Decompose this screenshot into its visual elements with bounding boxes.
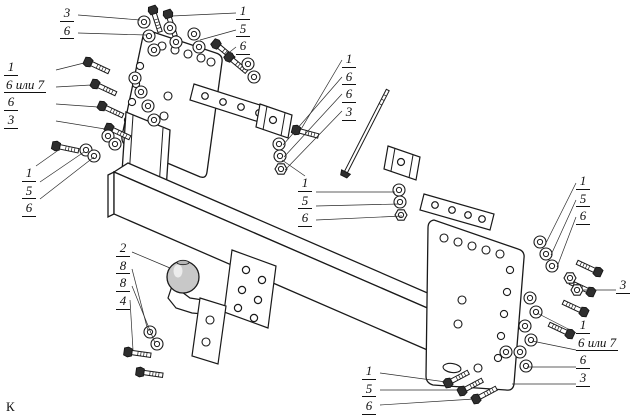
right-mounting-plate <box>425 219 525 391</box>
right-hole-strip <box>419 193 495 231</box>
callout-number: 3 <box>4 113 18 129</box>
callout-number: 5 <box>298 193 312 210</box>
callout-number: 1 <box>576 174 590 190</box>
callout-number: 6 <box>576 209 590 225</box>
crossbar-beam <box>107 162 448 354</box>
callout-number: 6 <box>4 95 18 111</box>
callout-number: 1 <box>22 166 36 182</box>
callout-number: 4 <box>116 294 130 310</box>
center-bracket-left <box>255 103 293 139</box>
callout-number: 1 <box>342 52 356 68</box>
callout-number: 6 или 7 <box>576 334 619 352</box>
callout-number: 6 или 7 <box>4 76 47 94</box>
callout-number: 8 <box>116 258 130 275</box>
callout-number: 1 <box>362 364 376 380</box>
center-bracket-right <box>383 145 421 181</box>
long-bolt <box>340 88 390 179</box>
leader-lines <box>35 12 616 406</box>
callout-number: 2 <box>116 241 130 257</box>
callout-right-three: 3 <box>616 278 630 294</box>
callout-number: 6 <box>362 399 376 415</box>
callout-number: 6 <box>342 69 356 86</box>
left-plate-holes <box>123 41 216 125</box>
callout-number: 5 <box>576 191 590 208</box>
right-plate-holes <box>439 233 515 374</box>
callout-number: 1 <box>4 60 18 76</box>
ball-mount-plate <box>223 249 277 329</box>
callout-number: 6 <box>576 353 590 369</box>
callout-number: 1 <box>576 318 590 334</box>
callout-number: 5 <box>22 183 36 200</box>
caption: К <box>6 399 15 414</box>
callout-number: 3 <box>616 278 630 294</box>
callout-number: 1 <box>236 4 250 20</box>
callout-number: 6 <box>22 201 36 217</box>
callout-number: 1 <box>298 176 312 192</box>
callout-number: 3 <box>342 105 356 121</box>
callout-number: 3 <box>60 6 74 22</box>
callout-number: 8 <box>116 276 130 292</box>
callout-number: 5 <box>362 381 376 398</box>
callout-number: 6 <box>236 39 250 55</box>
callout-number: 3 <box>576 371 590 387</box>
callout-number: 6 <box>342 87 356 103</box>
callout-number: 6 <box>60 23 74 40</box>
callout-number: 6 <box>298 211 312 227</box>
tow-ball <box>166 259 227 365</box>
callout-number: 5 <box>236 21 250 38</box>
